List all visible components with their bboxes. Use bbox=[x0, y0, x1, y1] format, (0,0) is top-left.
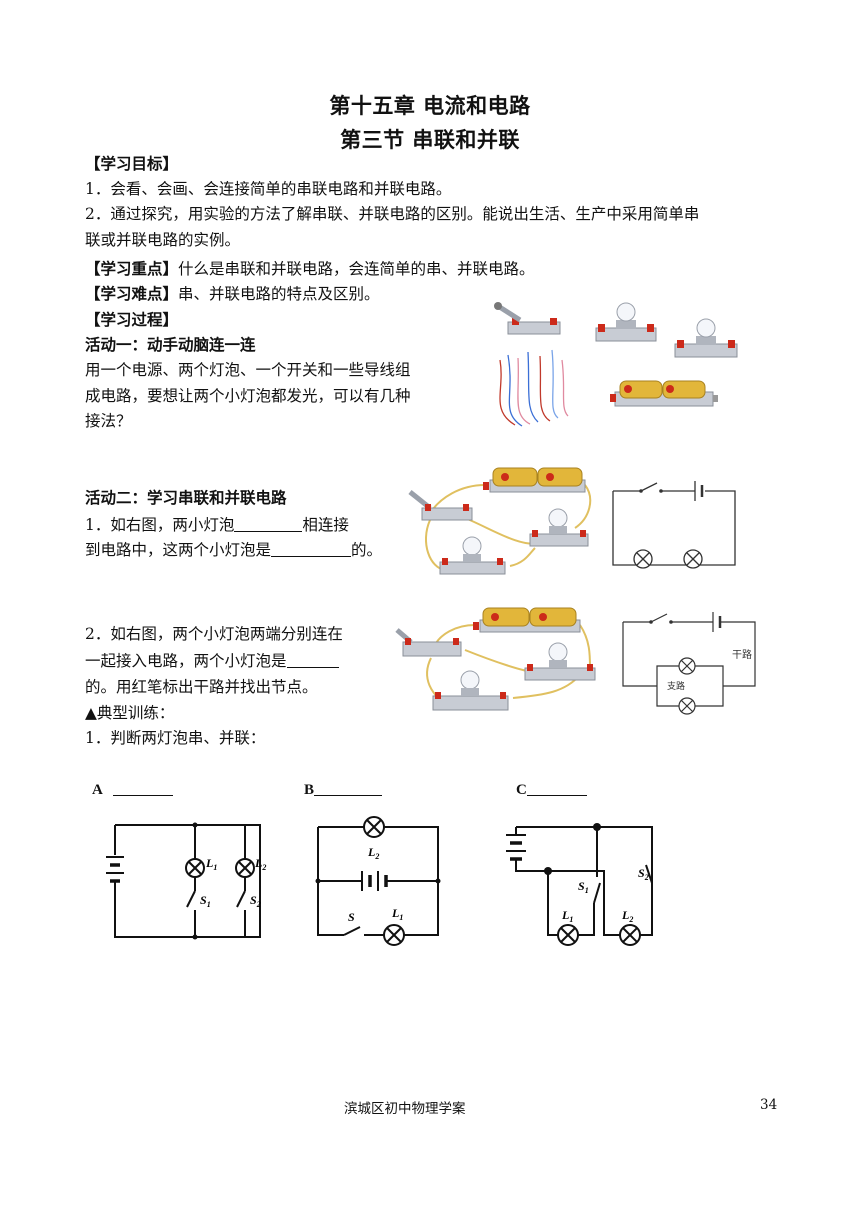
option-b-blank[interactable] bbox=[314, 780, 383, 796]
q1-text-d: 的。 bbox=[351, 541, 383, 559]
q2-text-a: 一起接入电路，两个小灯泡是 bbox=[85, 652, 287, 670]
components-illustration bbox=[494, 302, 738, 427]
bulb-image-1 bbox=[595, 302, 657, 342]
activity2-q2-line1: 2．如右图，两个小灯泡两端分别连在 bbox=[85, 625, 343, 643]
circuit-a: L1 L2 S1 S2 bbox=[106, 822, 266, 940]
footer-text: 滨城区初中物理学案 bbox=[344, 1101, 466, 1117]
key-point-label: 【学习重点】 bbox=[85, 260, 179, 278]
q1-blank-2[interactable] bbox=[271, 540, 352, 557]
circuit-c-l1: L1 bbox=[561, 908, 573, 924]
activity2-q1-line1: 1．如右图，两小灯泡 相连接 bbox=[85, 513, 349, 537]
circuit-a-s1: S1 bbox=[200, 893, 211, 909]
section-title: 第三节 串联和并联 bbox=[340, 128, 520, 152]
series-circuit-photo bbox=[408, 467, 592, 575]
knife-switch-image bbox=[494, 302, 561, 335]
circuit-c: S1 S2 L1 L2 bbox=[506, 823, 653, 946]
q2-blank[interactable] bbox=[286, 651, 339, 668]
circuit-c-s2: S2 bbox=[638, 866, 649, 882]
main-path-label: 干路 bbox=[732, 648, 752, 661]
option-c-label: C bbox=[516, 782, 527, 798]
activity1-title: 活动一：动手动脑连一连 bbox=[85, 336, 256, 354]
option-c: C bbox=[516, 780, 587, 799]
goal-1: 1．会看、会画、会连接简单的串联电路和并联电路。 bbox=[85, 180, 452, 198]
option-a-blank[interactable] bbox=[112, 780, 173, 796]
practice-heading: ▲典型训练： bbox=[85, 704, 175, 722]
activity2-q2-line3: 的。用红笔标出干路并找出节点。 bbox=[85, 678, 318, 696]
process-heading: 【学习过程】 bbox=[85, 311, 179, 329]
circuit-c-l2: L2 bbox=[621, 908, 633, 924]
option-b-label: B bbox=[304, 782, 315, 798]
activity1-line2: 成电路，要想让两个小灯泡都发光，可以有几种 bbox=[85, 387, 411, 405]
circuit-c-s1: S1 bbox=[578, 879, 589, 895]
series-circuit-schematic bbox=[612, 481, 736, 569]
q1-blank-1[interactable] bbox=[234, 515, 303, 532]
activity1-line1: 用一个电源、两个灯泡、一个开关和一些导线组 bbox=[85, 361, 411, 379]
difficulty-label: 【学习难点】 bbox=[85, 285, 179, 303]
option-b: B bbox=[304, 780, 383, 799]
parallel-circuit-schematic: 干路 支路 bbox=[622, 612, 756, 715]
wires-image bbox=[499, 349, 569, 427]
key-point: 【学习重点】什么是串联和并联电路，会连简单的串、并联电路。 bbox=[85, 257, 535, 281]
key-point-text: 什么是串联和并联电路，会连简单的串、并联电路。 bbox=[178, 260, 535, 278]
goal-2-line2: 联或并联电路的实例。 bbox=[85, 231, 241, 249]
circuit-b-s: S bbox=[348, 910, 355, 924]
difficulty: 【学习难点】串、并联电路的特点及区别。 bbox=[85, 282, 380, 306]
q1-text-b: 相连接 bbox=[302, 516, 349, 534]
circuit-a-s2: S2 bbox=[250, 893, 261, 909]
battery-image bbox=[610, 380, 718, 407]
option-a: A bbox=[92, 780, 173, 799]
circuit-b: L2 S L1 bbox=[315, 816, 441, 946]
difficulty-text: 串、并联电路的特点及区别。 bbox=[178, 285, 380, 303]
chapter-title: 第十五章 电流和电路 bbox=[329, 94, 531, 118]
circuit-b-l2: L2 bbox=[367, 845, 379, 861]
q1-text-a: 1．如右图，两小灯泡 bbox=[85, 516, 235, 534]
activity2-q2-line2: 一起接入电路，两个小灯泡是 bbox=[85, 649, 339, 673]
circuit-b-l1: L1 bbox=[391, 906, 403, 922]
practice-q1: 1．判断两灯泡串、并联： bbox=[85, 729, 266, 747]
q1-text-c: 到电路中，这两个小灯泡是 bbox=[85, 541, 272, 559]
option-a-label: A bbox=[92, 782, 103, 798]
parallel-circuit-photo bbox=[395, 607, 596, 711]
option-c-blank[interactable] bbox=[526, 780, 587, 796]
goal-2-line1: 2．通过探究，用实验的方法了解串联、并联电路的区别。能说出生活、生产中采用简单串 bbox=[85, 205, 700, 223]
activity1-line3: 接法？ bbox=[85, 412, 132, 430]
circuit-a-l1: L1 bbox=[205, 856, 217, 872]
page-number: 34 bbox=[760, 1097, 778, 1113]
goals-heading: 【学习目标】 bbox=[85, 155, 179, 173]
circuit-a-l2: L2 bbox=[254, 856, 266, 872]
activity2-title: 活动二：学习串联和并联电路 bbox=[85, 489, 287, 507]
bulb-image-2 bbox=[674, 318, 738, 358]
branch-path-label: 支路 bbox=[667, 680, 685, 691]
activity2-q1-line2: 到电路中，这两个小灯泡是 的。 bbox=[85, 538, 382, 562]
